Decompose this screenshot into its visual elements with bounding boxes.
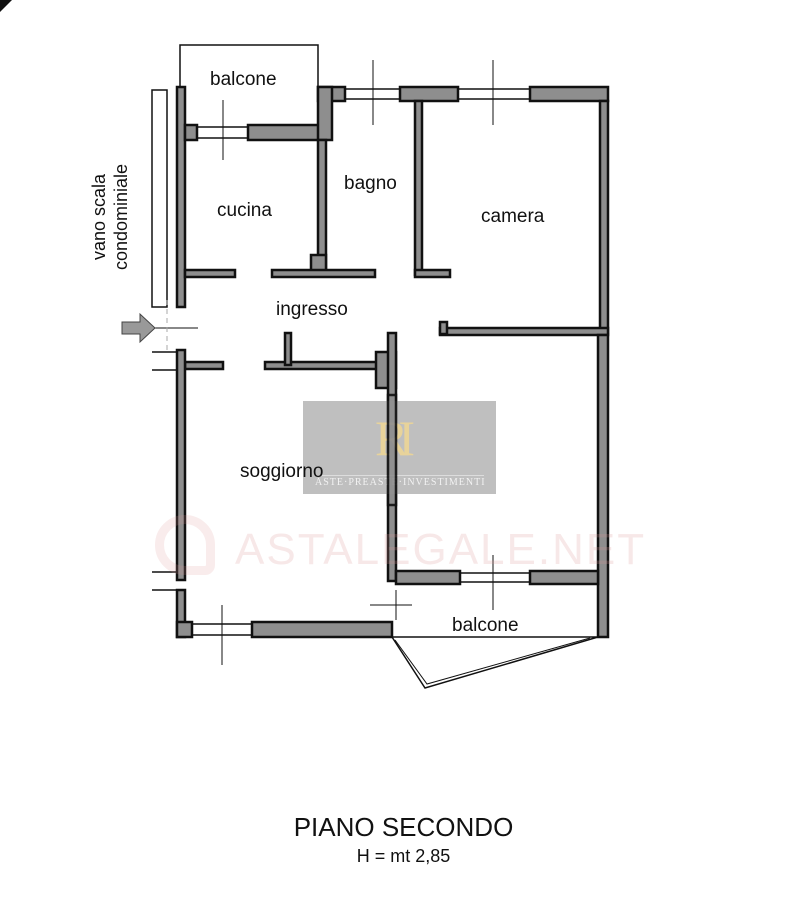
logo-mark: RI: [375, 410, 415, 466]
room-label-camera: camera: [481, 206, 545, 227]
room-label-ingresso: ingresso: [276, 299, 348, 320]
thin-lines: [150, 44, 599, 689]
ceiling-height: H = mt 2,85: [356, 846, 451, 866]
watermark-logo-icon: [155, 515, 215, 575]
floor-title: PIANO SECONDO: [293, 812, 514, 842]
stairwell-label: vano scala condominiale: [88, 164, 132, 270]
agency-logo: RI ASTE·PREASTE·INVESTIMENTI: [303, 401, 496, 494]
walls: [175, 85, 610, 639]
room-label-cucina: cucina: [217, 200, 272, 221]
stairwell-line1: vano scala: [89, 173, 109, 260]
room-label-balcone-top: balcone: [210, 69, 277, 90]
room-label-bagno: bagno: [344, 173, 397, 194]
watermark: ASTALEGALE.NET: [235, 525, 647, 574]
room-label-soggiorno: soggiorno: [240, 461, 324, 482]
room-label-balcone-bottom: balcone: [452, 615, 519, 636]
logo-tagline: ASTE·PREASTE·INVESTIMENTI: [315, 475, 486, 488]
stairwell-line2: condominiale: [111, 163, 131, 270]
entry-arrow-icon: [121, 312, 156, 344]
corner-mark: [0, 0, 12, 12]
